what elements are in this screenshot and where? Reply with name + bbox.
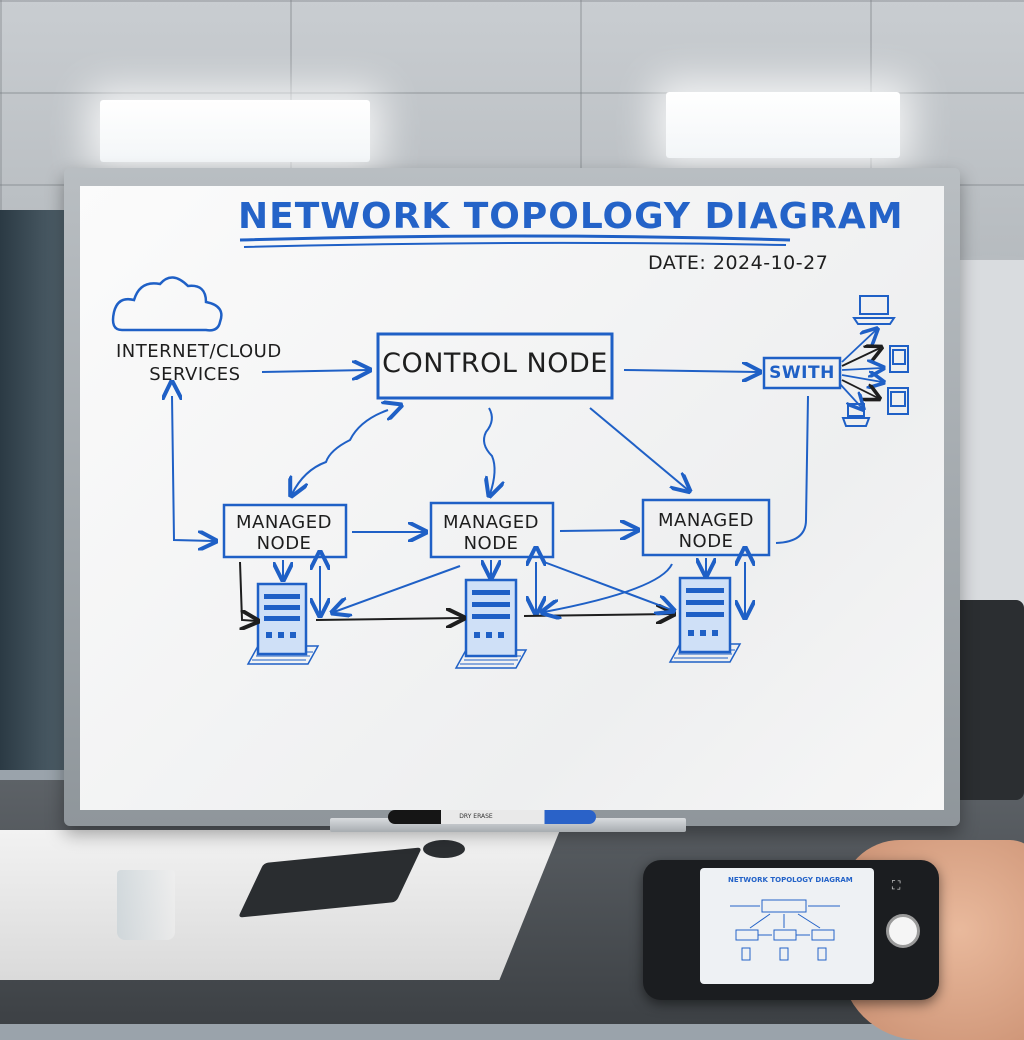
mouse [423,840,465,858]
black-marker [388,810,528,824]
control-node-label: CONTROL NODE [382,348,608,379]
tablet-icon [889,345,909,373]
ceiling [0,0,1024,334]
arrow-internet-node1 [172,396,214,541]
switch-camera-icon[interactable]: ⛶ [892,878,901,892]
arrow-internet-control [261,370,368,372]
camera-controls: ⛶ [876,868,928,986]
window-wall [0,210,70,770]
title-underline [239,234,791,242]
diagram-title: NETWORK TOPOLOGY DIAGRAM [238,196,904,237]
blue-marker [510,810,596,824]
pen-cup [117,870,175,940]
arrow-control-node3 [589,407,688,490]
managed-node-box [429,501,555,559]
server-icon [668,576,742,663]
tablet-icon [887,387,909,415]
internet-cloud-label: INTERNET/CLOUD SERVICES [116,340,282,386]
managed-node-1-label: MANAGED NODE [224,512,344,554]
node-label-line1: MANAGED [658,510,754,531]
preview-diagram [730,899,840,961]
diagram-date: DATE: 2024-10-27 [648,252,829,274]
internet-label-line1: INTERNET/CLOUD [116,341,282,362]
server-icon [246,582,320,665]
switch-box [762,356,842,390]
managed-node-2-label: MANAGED NODE [431,512,551,554]
whiteboard-surface [80,186,944,810]
managed-node-box [222,503,348,559]
node-label-line1: MANAGED [443,512,539,533]
cloud-icon [111,276,223,332]
node-label-line1: MANAGED [236,512,332,533]
switch-fanout-arrows [839,330,882,408]
laptop-icon [852,295,896,325]
phone-camera-preview: NETWORK TOPOLOGY DIAGRAM [700,868,874,984]
arrow-control-node1 [292,410,388,494]
line-node3-switch [775,395,809,544]
ceiling-light [100,100,370,162]
managed-node-3-label: MANAGED NODE [644,510,768,552]
managed-node-box [641,498,771,557]
laptop-icon [841,403,871,427]
arrow-node2-node3 [559,530,636,531]
node-server-links [239,558,745,621]
ceiling-light [666,92,900,158]
arrow-control-switch [623,370,758,372]
preview-title: NETWORK TOPOLOGY DIAGRAM [728,876,853,884]
server-icon [454,578,528,669]
control-node-box [376,332,614,400]
node-label-line2: NODE [256,533,312,554]
node-label-line2: NODE [463,533,519,554]
internet-label-line2: SERVICES [149,364,241,385]
shutter-button[interactable] [886,914,920,948]
switch-label: SWITH [769,363,835,383]
arrow-control-node2 [483,407,495,494]
marker-label: DRY ERASE [459,813,493,820]
node-label-line2: NODE [678,531,734,552]
